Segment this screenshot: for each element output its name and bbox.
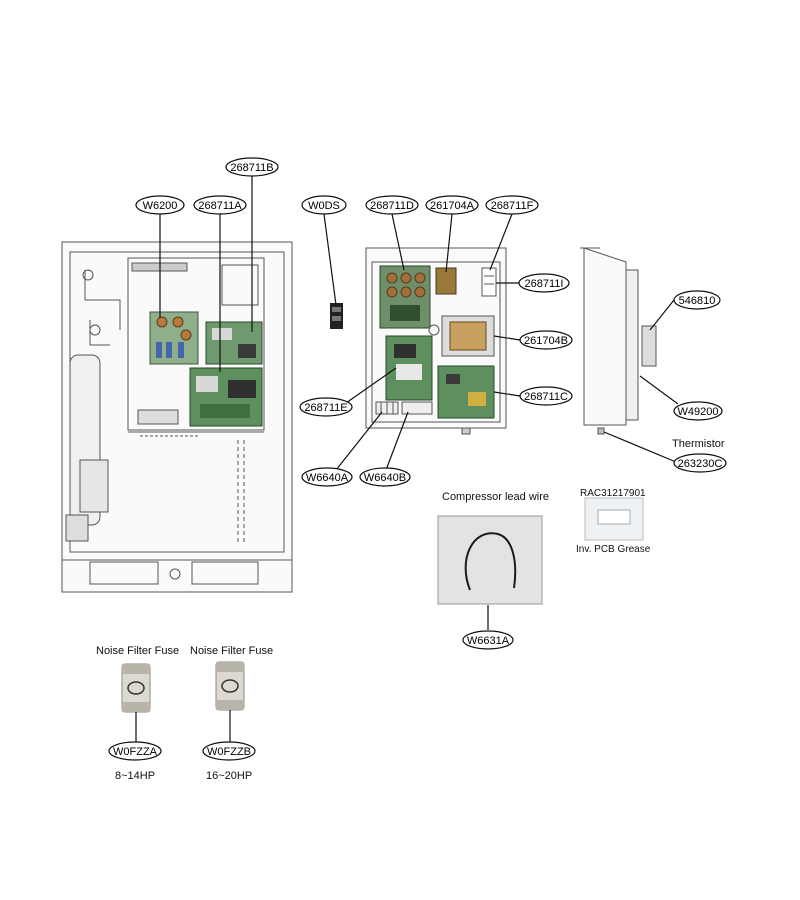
label-268711e[interactable]: 268711E [299,397,353,417]
label-268711a[interactable]: 268711A [193,195,247,215]
caption-fuse-b-title: Noise Filter Fuse [190,645,273,657]
fuse-a-photo [121,663,151,713]
svg-text:268711D: 268711D [370,200,414,212]
label-268711d[interactable]: 268711D [365,195,419,215]
svg-text:W0FZZA: W0FZZA [113,746,158,758]
label-546810[interactable]: 546810 [673,290,721,310]
caption-fuse-a-title: Noise Filter Fuse [96,645,179,657]
caption-thermistor: Thermistor [672,438,725,450]
label-w0fzzb[interactable]: W0FZZB [202,741,256,761]
outdoor-unit-cabinet [61,241,293,593]
svg-text:W0DS: W0DS [308,200,340,212]
side-panel [580,247,657,435]
compressor-lead-wire-photo [437,515,543,605]
svg-text:261704A: 261704A [430,200,475,212]
svg-text:546810: 546810 [679,295,716,307]
svg-text:W6640B: W6640B [364,472,406,484]
label-w6640a[interactable]: W6640A [301,467,353,487]
svg-text:W6200: W6200 [143,200,178,212]
captions: Thermistor Compressor lead wire RAC31217… [96,438,725,782]
label-268711c[interactable]: 268711C [519,386,573,406]
label-261704b[interactable]: 261704B [519,330,573,350]
svg-text:W6640A: W6640A [306,472,349,484]
w0ds-component [330,303,343,329]
control-box [365,247,507,435]
svg-text:268711E: 268711E [304,402,347,414]
label-w6640b[interactable]: W6640B [359,467,411,487]
pcb-grease-photo [584,497,644,541]
svg-text:268711A: 268711A [198,200,242,212]
label-268711f[interactable]: 268711F [485,195,539,215]
part-labels: W6200 268711A 268711B W0DS 268711D 26170… [108,157,727,761]
svg-text:W6631A: W6631A [467,635,510,647]
svg-text:W0FZZB: W0FZZB [207,746,251,758]
label-263230c[interactable]: 263230C [673,453,727,473]
svg-text:268711F: 268711F [491,200,534,212]
svg-text:263230C: 263230C [678,458,723,470]
fuse-b-photo [215,661,245,711]
leader-lines [135,176,679,742]
caption-fuse-a-range: 8~14HP [115,770,155,782]
label-w6200[interactable]: W6200 [135,195,185,215]
label-268711b[interactable]: 268711B [225,157,279,177]
label-261704a[interactable]: 261704A [425,195,479,215]
label-w0fzza[interactable]: W0FZZA [108,741,162,761]
svg-text:268711I: 268711I [525,278,564,290]
svg-text:261704B: 261704B [524,335,568,347]
label-w6631a[interactable]: W6631A [462,630,514,650]
svg-text:268711B: 268711B [230,162,273,174]
caption-compressor-lead-wire: Compressor lead wire [442,491,549,503]
caption-fuse-b-range: 16~20HP [206,770,252,782]
svg-text:268711C: 268711C [524,391,568,403]
label-w49200[interactable]: W49200 [673,401,723,421]
caption-rac-part: RAC31217901 [580,488,646,499]
label-w0ds[interactable]: W0DS [301,195,347,215]
svg-text:W49200: W49200 [678,406,719,418]
label-268711i[interactable]: 268711I [518,273,570,293]
caption-pcb-grease: Inv. PCB Grease [576,544,651,555]
